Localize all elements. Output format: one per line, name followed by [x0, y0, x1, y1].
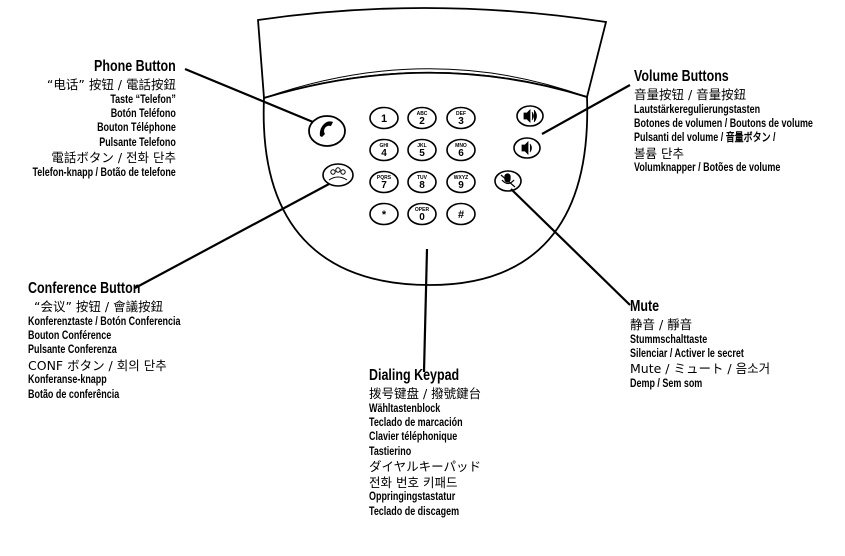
keypad-key-hash[interactable]: # — [447, 204, 475, 225]
phone-button-line: Pulsante Telefono — [33, 136, 176, 150]
dialing-keypad-line: Tastierino — [369, 445, 463, 459]
phone-button-line: Taste “Telefon” — [33, 93, 176, 107]
keypad-key-digit: 2 — [419, 116, 425, 127]
phone-button-heading: Phone Button — [33, 57, 176, 77]
keypad-key-digit: 7 — [381, 180, 387, 191]
dialing-keypad-line: 拨号键盘 / 撥號鍵台 — [369, 386, 489, 402]
volume-buttons-line: Pulsanti del volume / 音量ボタン / — [634, 131, 813, 145]
volume-buttons-line: Botones de volumen / Boutons de volume — [634, 117, 813, 131]
conference-button[interactable] — [323, 164, 353, 186]
volume-down-button[interactable] — [514, 138, 540, 158]
keypad-key-digit: 6 — [458, 148, 464, 159]
keypad-key-digit: 8 — [419, 180, 425, 191]
phone-button-line: Telefon-knapp / Botão de telefone — [33, 166, 176, 180]
phone-button-line: 電話ボタン / 전화 단추 — [0, 150, 176, 166]
keypad-key-digit: # — [458, 209, 464, 221]
dialing-keypad-label: Dialing Keypad 拨号键盘 / 撥號鍵台 Wähltastenblo… — [369, 366, 489, 519]
keypad-key-digit: 0 — [419, 212, 425, 223]
conference-button-line: CONF ボタン / 회의 단추 — [28, 358, 224, 374]
mute-line: Silenciar / Activer le secret — [630, 347, 744, 361]
phone-button-line: Bouton Téléphone — [33, 121, 176, 135]
mute-line: Stummschalttaste — [630, 333, 744, 347]
keypad-key-digit: 5 — [419, 148, 425, 159]
keypad-key-digit: 1 — [381, 113, 387, 125]
dialing-keypad-line: Wähltastenblock — [369, 402, 463, 416]
conference-button-line: “会议” 按钮 / 會議按鈕 — [34, 299, 224, 315]
keypad-key-digit: 9 — [458, 180, 464, 191]
keypad-key-digit: 3 — [458, 116, 464, 127]
phone-button-line: “电话” 按钮 / 電話按鈕 — [0, 77, 176, 93]
keypad-key-digit: * — [382, 209, 387, 221]
mute-label: Mute 静音 / 靜音 Stummschalttaste Silenciar … — [630, 297, 776, 391]
volume-buttons-label: Volume Buttons 音量按钮 / 音量按鈕 Lautstärkereg… — [634, 67, 845, 176]
keypad-key-digit: 4 — [381, 148, 387, 159]
phone-button-label: Phone Button “电话” 按钮 / 電話按鈕 Taste “Telef… — [0, 57, 176, 180]
conference-button-line: Botão de conferência — [28, 388, 181, 402]
volume-buttons-line: Volumknapper / Botões de volume — [634, 161, 813, 175]
conference-button-label: Conference Button “会议” 按钮 / 會議按鈕 Konfere… — [28, 279, 224, 402]
dialing-keypad-line: Teclado de discagem — [369, 505, 463, 519]
conference-button-line: Bouton Conférence — [28, 329, 181, 343]
dialing-keypad-heading: Dialing Keypad — [369, 366, 463, 386]
mute-line: Demp / Sem som — [630, 377, 744, 391]
conference-button-line: Konferenztaste / Botón Conferencia — [28, 315, 181, 329]
volume-buttons-line: Lautstärkeregulierungstasten — [634, 103, 813, 117]
mute-line: 静音 / 靜音 — [630, 317, 776, 333]
keypad-key-1[interactable]: 1 — [370, 108, 398, 129]
dialing-keypad-line: Teclado de marcación — [369, 416, 463, 430]
volume-buttons-heading: Volume Buttons — [634, 67, 813, 87]
conference-button-heading: Conference Button — [28, 279, 181, 299]
volume-up-button[interactable] — [517, 106, 543, 126]
conference-button-line: Konferanse-knapp — [28, 373, 181, 387]
mute-line: Mute / ミュート / 음소거 — [630, 361, 776, 377]
dialing-keypad-line: 전화 번호 키패드 — [369, 475, 489, 491]
conference-button-line: Pulsante Conferenza — [28, 343, 181, 357]
dialing-keypad-line: ダイヤルキーパッド — [369, 459, 489, 475]
mute-button[interactable] — [495, 171, 521, 191]
dialing-keypad-line: Clavier téléphonique — [369, 430, 463, 444]
dialing-keypad-line: Oppringingstastatur — [369, 490, 463, 504]
volume-buttons-line: 音量按钮 / 音量按鈕 — [634, 87, 845, 103]
keypad-key-star[interactable]: * — [370, 204, 398, 225]
phone-button-line: Botón Teléfono — [33, 107, 176, 121]
phone-button[interactable] — [309, 116, 345, 146]
mute-heading: Mute — [630, 297, 744, 317]
volume-buttons-line: 볼륨 단추 — [634, 146, 845, 162]
